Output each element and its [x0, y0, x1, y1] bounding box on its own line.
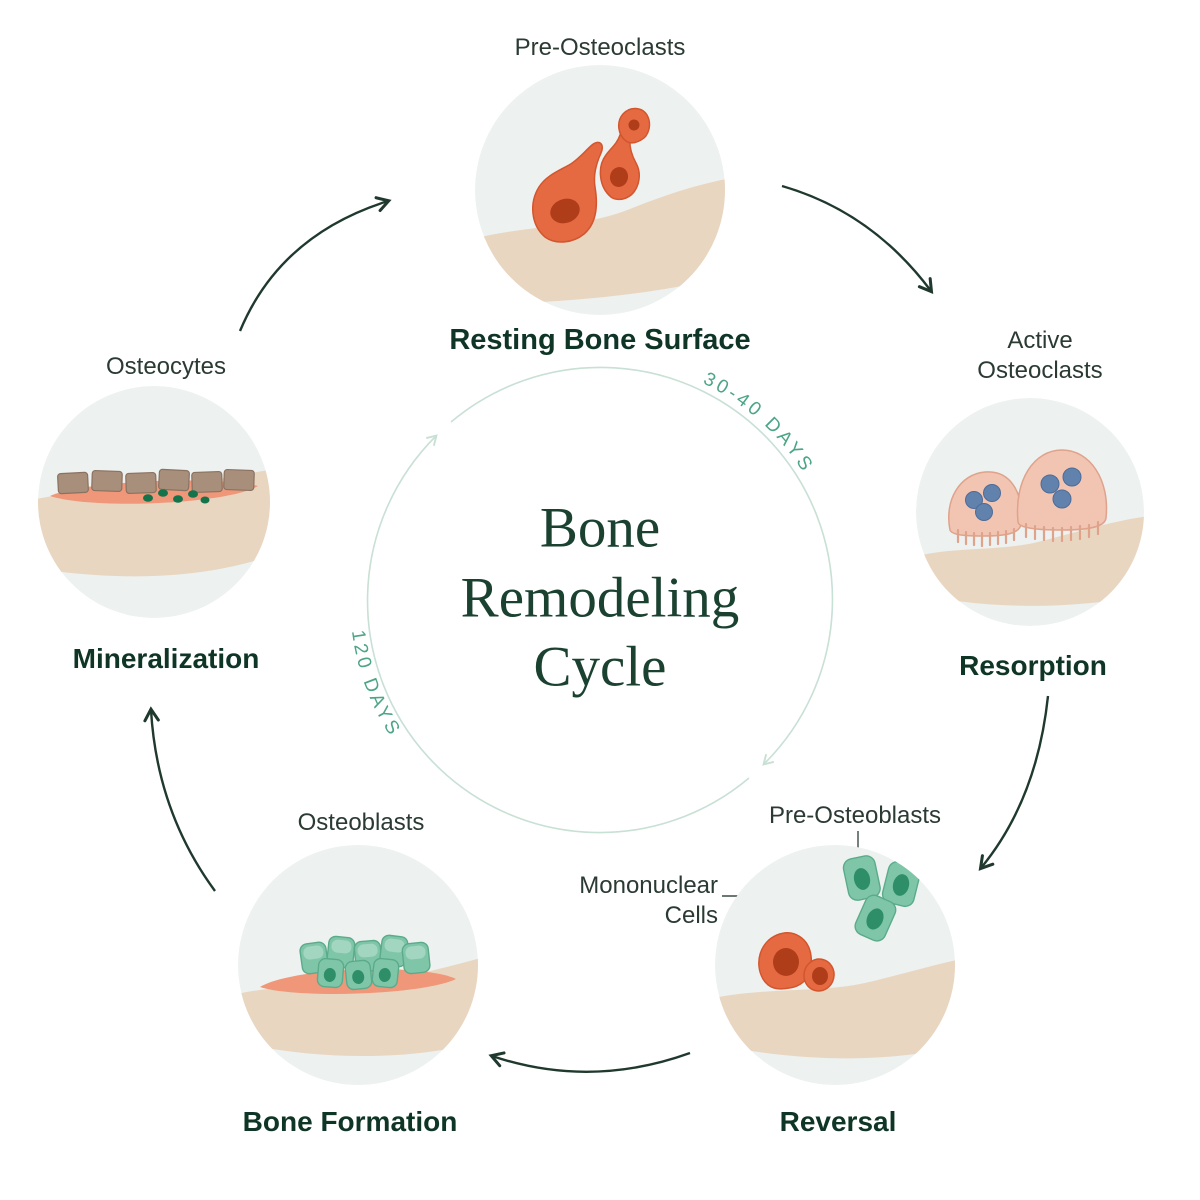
- cell-nucleus: [965, 491, 983, 509]
- label-osteocytes: Osteocytes: [105, 353, 227, 380]
- stage-name-formation: Bone Formation: [242, 1106, 458, 1137]
- mineral-block: [91, 469, 123, 493]
- label-active-osteoclasts-line1: Active: [1007, 327, 1073, 354]
- stage-name-resorption: Resorption: [959, 650, 1107, 681]
- cell-nucleus: [1040, 474, 1060, 494]
- cell-nucleus: [773, 948, 799, 976]
- mineralized-blocks: [57, 468, 255, 495]
- cycle-ring-arc-lower: [366, 434, 750, 834]
- mineral-block: [57, 471, 89, 495]
- cell-nucleus: [609, 167, 629, 187]
- cell-nucleus: [352, 969, 365, 984]
- pre-osteoblast-cells: [842, 855, 921, 942]
- mononuclear-cells: [758, 932, 835, 992]
- cell-nucleus: [550, 198, 580, 224]
- label-mononuclear-cells-line2: Cells: [664, 902, 718, 930]
- label-pre-osteoclasts: Pre-Osteoclasts: [514, 34, 686, 61]
- cell-nucleus: [892, 874, 910, 896]
- cycle-ring-arc-upper: [450, 366, 834, 766]
- cell-nucleus: [866, 908, 884, 930]
- cell-nucleus: [323, 967, 336, 982]
- stage-illustration-resorption: [916, 398, 1144, 626]
- label-active-osteoclasts-line2: Osteoclasts: [977, 357, 1103, 385]
- bone-surface: [475, 177, 725, 305]
- osteocyte-cell: [158, 489, 168, 497]
- cell-nucleus: [812, 967, 828, 985]
- arrow-mineralization-to-resting: [238, 196, 392, 332]
- duration-label-lower: 120 DAYS: [347, 629, 405, 742]
- stage-illustration-mineralization: [38, 386, 270, 618]
- duration-label-upper: 30-40 DAYS: [700, 368, 818, 477]
- label-osteoblasts: Osteoblasts: [297, 809, 425, 836]
- label-mononuclear-cells-line1: Mononuclear: [579, 872, 718, 899]
- stage-illustration-formation: [238, 845, 478, 1085]
- cell-nucleus: [983, 484, 1001, 502]
- bone-surface: [715, 959, 955, 1059]
- stage-name-mineralization: Mineralization: [72, 643, 260, 674]
- pre-osteoclast-cell-large: [532, 141, 604, 243]
- pre-osteoclast-cells: [532, 107, 651, 243]
- stage-illustration-resting: [475, 65, 725, 315]
- osteocyte-cell: [200, 496, 210, 504]
- osteocyte-cell: [188, 490, 198, 498]
- ruffled-border: [956, 527, 1016, 548]
- osteocyte-cell: [173, 495, 183, 503]
- osteoblast-cells: [299, 934, 431, 991]
- label-active-osteoclasts: Active Osteoclasts: [977, 326, 1102, 386]
- cell-nucleus: [975, 503, 993, 521]
- bone-surface: [916, 516, 1144, 606]
- label-mononuclear-cells: Mononuclear Cells: [518, 871, 718, 931]
- arrow-resorption-to-reversal: [978, 695, 1050, 871]
- cell-nucleus: [1062, 467, 1082, 487]
- mineral-block: [191, 470, 223, 494]
- diagram-title-line3: Cycle: [533, 635, 667, 699]
- cell-nucleus: [628, 119, 640, 131]
- osteoclast-cell-right: [1016, 449, 1108, 543]
- label-pre-osteoblasts: Pre-Osteoblasts: [768, 802, 942, 829]
- stage-name-resting: Resting Bone Surface: [449, 324, 751, 356]
- osteoblast-cell: [401, 941, 431, 975]
- arrow-resting-to-resorption: [781, 184, 934, 295]
- arrow-formation-to-mineralization: [143, 706, 216, 892]
- arrow-reversal-to-formation: [488, 1051, 691, 1073]
- osteocyte-cell: [143, 494, 153, 502]
- mineral-block: [223, 468, 255, 492]
- stage-name-reversal: Reversal: [779, 1106, 897, 1137]
- diagram-title-line1: Bone: [539, 496, 661, 560]
- active-osteoclast-cells: [948, 449, 1108, 548]
- diagram-title: Bone Remodeling Cycle: [461, 494, 740, 703]
- mineral-block: [158, 468, 190, 492]
- mineral-block: [125, 471, 157, 495]
- ruffled-border: [1024, 520, 1100, 543]
- cell-nucleus: [1052, 489, 1072, 509]
- cell-nucleus: [853, 868, 871, 890]
- diagram-title-line2: Remodeling: [460, 566, 740, 630]
- cell-nucleus: [378, 967, 391, 982]
- osteocyte-cells: [143, 489, 210, 504]
- stage-illustration-reversal: [715, 845, 955, 1085]
